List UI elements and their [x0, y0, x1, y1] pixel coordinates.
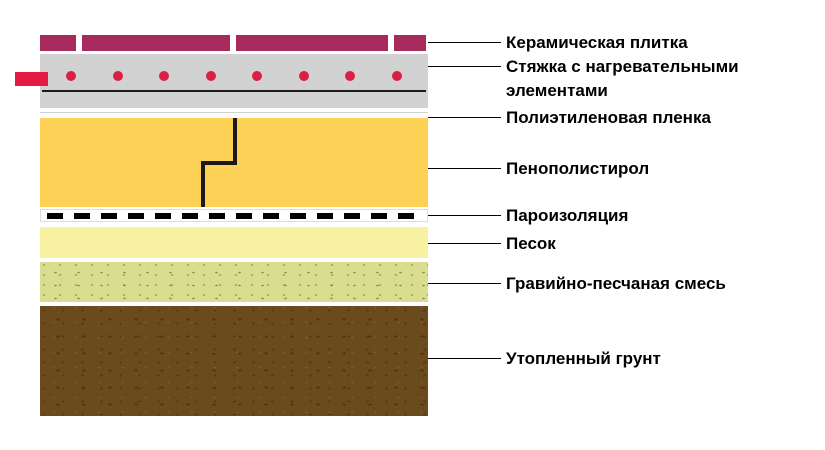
- layer-gravel-sand-mix: [40, 262, 428, 302]
- layer-vapor-barrier: [40, 209, 428, 222]
- heating-element-icon: [66, 71, 76, 81]
- layer-label-film: Полиэтиленовая пленка: [506, 108, 711, 127]
- tile-segment: [236, 35, 388, 51]
- leader-line: [428, 117, 501, 118]
- layer-ceramic-tile: [40, 35, 428, 51]
- layer-label-gravel: Гравийно-песчаная смесь: [506, 274, 726, 293]
- expansion-joint-icon: [201, 118, 237, 207]
- cross-section: [40, 30, 428, 420]
- heating-element-icon: [391, 71, 402, 81]
- leader-line: [428, 215, 501, 216]
- layer-label-foam: Пенополистирол: [506, 159, 650, 178]
- heating-element-icon: [159, 71, 170, 81]
- heating-element-icon: [112, 71, 123, 81]
- layer-screed: [40, 54, 428, 108]
- layer-label-vapor-barrier: Пароизоляция: [506, 206, 629, 225]
- layer-sand: [40, 227, 428, 258]
- layer-foam: [40, 118, 428, 207]
- power-lead-icon: [15, 72, 48, 86]
- layer-label-sand: Песок: [506, 234, 556, 253]
- leader-line: [428, 243, 501, 244]
- heating-cable-line: [42, 90, 426, 92]
- leader-line: [428, 66, 501, 67]
- layer-label-soil: Утопленный грунт: [506, 349, 661, 368]
- heating-element-icon: [252, 71, 263, 81]
- leader-line: [428, 168, 501, 169]
- heating-element-icon: [345, 71, 356, 81]
- tile-segment: [394, 35, 426, 51]
- layer-soil: [40, 306, 428, 416]
- leader-line: [428, 42, 501, 43]
- heating-elements: [40, 71, 428, 81]
- tile-segment: [82, 35, 230, 51]
- tile-segment: [40, 35, 76, 51]
- leader-line: [428, 283, 501, 284]
- leader-line: [428, 358, 501, 359]
- layer-label-ceramic-tile: Керамическая плитка: [506, 33, 688, 52]
- vapor-barrier-dashes: [47, 213, 421, 219]
- heating-element-icon: [298, 71, 309, 81]
- layer-label-screed: Стяжка с нагревательными элементами: [506, 57, 739, 100]
- heating-element-icon: [205, 71, 216, 81]
